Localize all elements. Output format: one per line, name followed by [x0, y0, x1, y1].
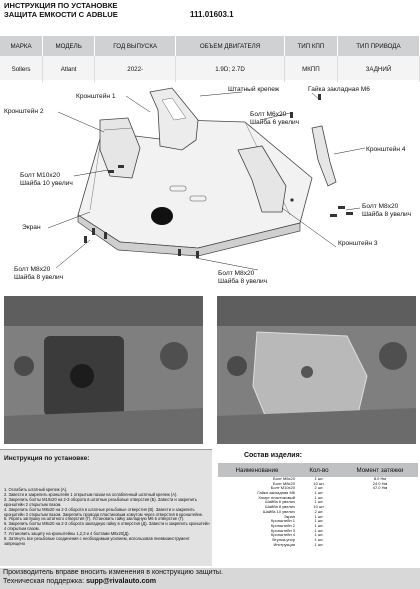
spec-header-brand: МАРКА: [0, 36, 44, 56]
bracket-2-drawing: [99, 117, 141, 179]
support-email[interactable]: supp@rivalauto.com: [86, 577, 157, 586]
spec-brand: Sollers: [0, 56, 44, 82]
label-nut-m6: Гайка закладная М6: [308, 85, 370, 93]
label-bolt-m8-right: Болт М8х20: [362, 203, 399, 210]
bolt-set-drawing: [84, 94, 353, 258]
spec-header-drive: ТИП ПРИВОДА: [337, 36, 420, 56]
installation-steps-panel: Инструкция по установке: 1. Ослабить шта…: [0, 449, 212, 566]
label-washer-8-left: Шайба 8 увелич: [14, 273, 63, 281]
installation-steps-list: 1. Ослабить штатный крепеж (А). 2. Завес…: [2, 487, 212, 547]
bracket-1-drawing: [149, 87, 199, 151]
components-table: Наименование Кол-во Момент затяжки Болт …: [218, 463, 418, 547]
install-step: 6. Закрепить болты М8х20 на 2-3 оборота …: [4, 521, 210, 532]
components-header-torque: Момент затяжки: [342, 463, 418, 477]
spec-header-engine: ОБЪЕМ ДВИГАТЕЛЯ: [175, 36, 285, 56]
support-label: Техническая поддержка:: [3, 577, 85, 586]
label-washer-8-right: Шайба 8 увелич: [362, 210, 411, 218]
spec-model: Atlant: [42, 56, 96, 82]
install-step: 8. Затянуть все резьбовые соединения с н…: [4, 536, 190, 546]
footer-disclaimer: Производитель вправе вносить изменения в…: [3, 568, 223, 576]
label-screen: Экран: [22, 224, 41, 231]
label-washer-10: Шайба 10 увелич: [20, 179, 73, 187]
photo-before-install: [4, 296, 203, 444]
install-step: 5. Убрать заглушку из штатного отверстия…: [4, 516, 185, 522]
label-stock-mount: Штатный крепеж: [228, 85, 280, 93]
label-washer-8-bottom: Шайба 8 увелич: [218, 277, 267, 285]
bracket-3-drawing: [237, 145, 287, 213]
vehicle-specs-table: МАРКА МОДЕЛЬ ГОД ВЫПУСКА ОБЪЕМ ДВИГАТЕЛЯ…: [0, 36, 420, 82]
components-title: Состав изделия:: [244, 452, 302, 459]
title-line-1: ИНСТРУКЦИЯ ПО УСТАНОВКЕ: [4, 1, 118, 10]
label-bolt-m10: Болт М10х20: [20, 172, 60, 179]
label-bracket-4: Кронштейн 4: [366, 145, 406, 153]
footer-support: Техническая поддержка: supp@rivalauto.co…: [3, 577, 420, 586]
footer: Производитель вправе вносить изменения в…: [0, 568, 420, 589]
part-number: 111.01603.1: [190, 10, 234, 19]
label-washer-6: Шайба 6 увелич: [250, 118, 299, 126]
exploded-assembly-diagram: Кронштейн 1 Штатный крепеж Гайка закладн…: [4, 85, 411, 285]
leader-lines: [47, 91, 366, 271]
spec-header-gearbox: ТИП КПП: [284, 36, 338, 56]
label-bracket-3: Кронштейн 3: [338, 239, 378, 247]
photo-after-install: [217, 296, 416, 444]
label-bolt-m8-bottom: Болт М8х20: [218, 270, 255, 277]
spec-header-year: ГОД ВЫПУСКА: [94, 36, 177, 56]
title-line-2: ЗАЩИТА ЕМКОСТИ С ADBLUE: [4, 9, 118, 19]
label-bracket-1: Кронштейн 1: [76, 92, 116, 100]
install-step: 1. Ослабить штатный крепеж (А).: [4, 487, 68, 492]
installation-title: Инструкция по установке:: [4, 455, 90, 462]
document-title: ИНСТРУКЦИЯ ПО УСТАНОВКЕ ЗАЩИТА ЕМКОСТИ С…: [4, 1, 118, 19]
spec-gearbox: МКПП: [284, 56, 338, 82]
components-header-qty: Кол-во: [296, 463, 342, 477]
components-header-name: Наименование: [218, 463, 296, 477]
label-bolt-m8-left: Болт М8х20: [14, 266, 51, 273]
install-step: 4. Закрепить болты М8х20 на 2-3 оборота …: [4, 506, 204, 517]
components-panel: Состав изделия: Наименование Кол-во Моме…: [218, 449, 420, 565]
label-bracket-2: Кронштейн 2: [4, 107, 44, 115]
spec-header-model: МОДЕЛЬ: [42, 36, 96, 56]
install-step: 2. Завести и закрепить кронштейн 1 откры…: [4, 491, 178, 497]
bracket-4-drawing: [311, 125, 337, 187]
spec-year: 2022-: [94, 56, 177, 82]
label-bolt-m6: Болт М6х20: [250, 111, 287, 118]
spec-drive: ЗАДНИЙ: [337, 56, 420, 82]
install-step: 3. Закрепить болты М10х20 на 2-3 оборота…: [4, 496, 197, 507]
spec-engine: 1.9D; 2.7D: [175, 56, 285, 82]
install-step: 7. Установить защиту на кронштейны 1,2,3…: [4, 531, 130, 537]
